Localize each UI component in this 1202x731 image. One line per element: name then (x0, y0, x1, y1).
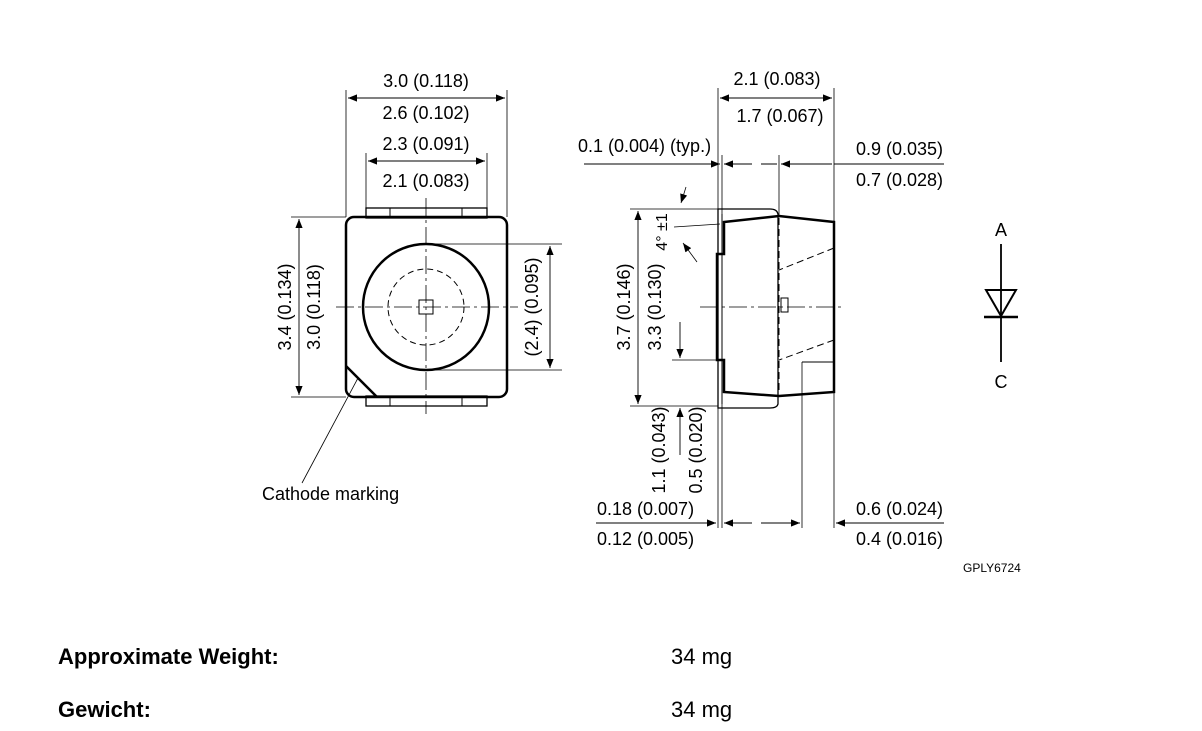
dim-lens-diameter: (2.4) (0.095) (522, 257, 542, 356)
dim-side-height-min: 3.3 (0.130) (645, 263, 665, 350)
dim-side-width-max: 2.1 (0.083) (733, 69, 820, 89)
dim-top-lead-max: 0.9 (0.035) (856, 139, 943, 159)
dim-lead-height-min: 0.5 (0.020) (686, 406, 706, 493)
dim-pad-width-min: 2.1 (0.083) (382, 171, 469, 191)
dim-pad-width-max: 2.3 (0.091) (382, 134, 469, 154)
package-outline-drawing: 3.0 (0.118) 2.6 (0.102) 2.3 (0.091) 2.1 … (262, 69, 1021, 575)
dim-side-width-min: 1.7 (0.067) (736, 106, 823, 126)
dim-width-min: 2.6 (0.102) (382, 103, 469, 123)
dim-height-max: 3.4 (0.134) (275, 263, 295, 350)
dim-lead-thickness-max: 0.18 (0.007) (597, 499, 694, 519)
front-view-dimension-labels: 3.0 (0.118) 2.6 (0.102) 2.3 (0.091) 2.1 … (262, 71, 542, 504)
cathode-mark-chamfer (345, 365, 378, 398)
dim-lead-offset: 0.1 (0.004) (typ.) (578, 136, 711, 156)
weight-label: Approximate Weight: (58, 644, 279, 669)
lead-frame (717, 208, 779, 409)
gewicht-value: 34 mg (671, 697, 733, 722)
dim-top-lead-min: 0.7 (0.028) (856, 170, 943, 190)
front-view (291, 90, 562, 484)
side-view-dimension-labels: 2.1 (0.083) 1.7 (0.067) 0.1 (0.004) (typ… (578, 69, 943, 549)
gewicht-label: Gewicht: (58, 697, 151, 722)
dim-draft-angle: 4° ±1 (654, 213, 671, 251)
side-view (584, 88, 944, 528)
dim-side-height-max: 3.7 (0.146) (614, 263, 634, 350)
dim-bottom-lead-max: 0.6 (0.024) (856, 499, 943, 519)
diode-triangle (984, 289, 1018, 319)
cathode-marking-label: Cathode marking (262, 484, 399, 504)
diode-symbol (984, 244, 1018, 362)
dim-bottom-lead-min: 0.4 (0.016) (856, 529, 943, 549)
anode-label: A (995, 220, 1007, 240)
dim-lead-height-max: 1.1 (0.043) (649, 406, 669, 493)
side-body (715, 214, 836, 398)
drawing-code: GPLY6724 (963, 561, 1021, 575)
dim-width-max: 3.0 (0.118) (383, 71, 469, 91)
cathode-label: C (995, 372, 1008, 392)
weight-value: 34 mg (671, 644, 733, 669)
dim-height-min: 3.0 (0.118) (304, 264, 324, 350)
dim-lead-thickness-min: 0.12 (0.005) (597, 529, 694, 549)
